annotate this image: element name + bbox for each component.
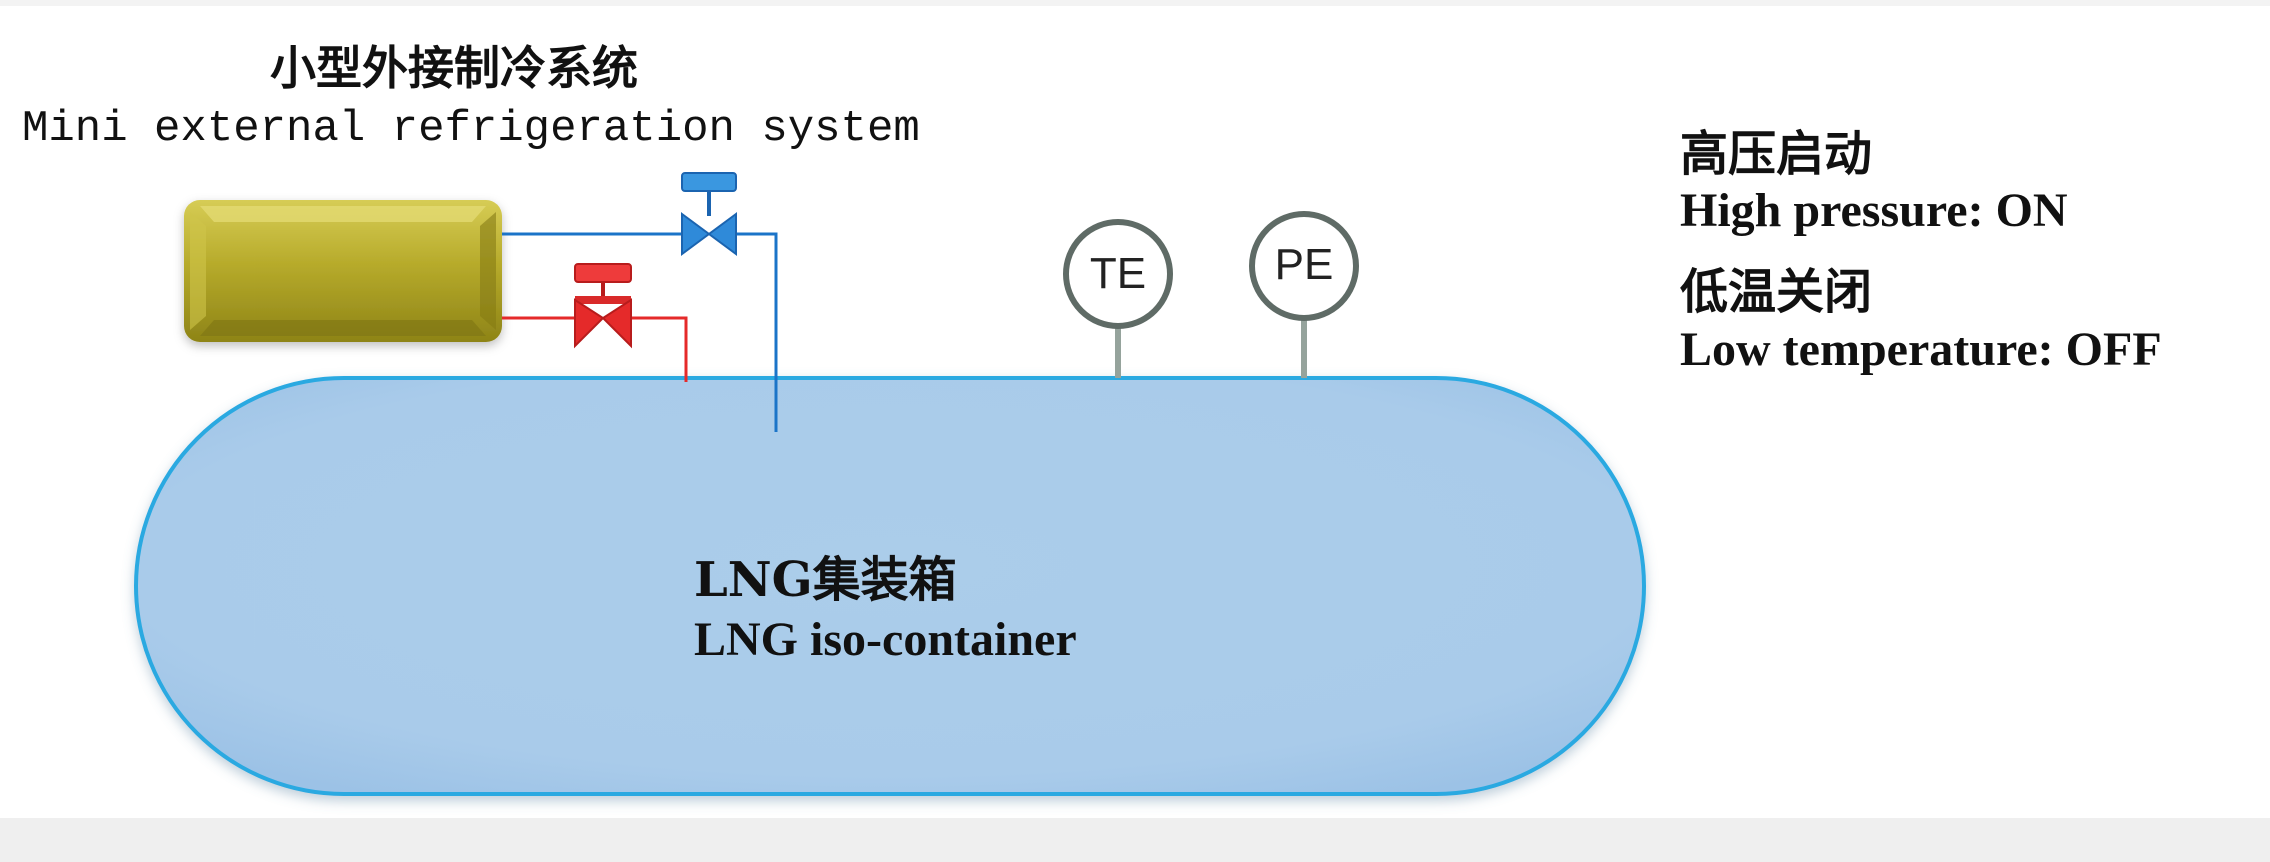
low-temperature-status-cn: 低温关闭: [1680, 264, 1873, 320]
refrigeration-unit: [184, 200, 502, 342]
refrigeration-title-en: Mini external refrigeration system: [22, 104, 920, 154]
te-gauge-label: TE: [1089, 249, 1147, 298]
tank-label-cn: LNG集装箱: [694, 552, 957, 608]
temperature-gauge-icon: [1063, 219, 1173, 378]
cold-line: [502, 232, 778, 432]
high-pressure-status-cn: 高压启动: [1680, 126, 1873, 182]
top-band: [0, 0, 2270, 6]
high-pressure-status-en: High pressure: ON: [1680, 184, 2068, 237]
low-temperature-status-en: Low temperature: OFF: [1680, 323, 2162, 376]
tank-label-en: LNG iso-container: [694, 613, 1077, 666]
refrigeration-title-cn: 小型外接制冷系统: [270, 41, 638, 95]
hot-valve-icon[interactable]: [574, 263, 632, 349]
bottom-band: [0, 818, 2270, 862]
lng-tank: [134, 376, 1646, 796]
pe-gauge-label: PE: [1274, 240, 1334, 289]
cold-valve-icon[interactable]: [681, 172, 737, 256]
pressure-gauge-icon: [1249, 211, 1359, 378]
hot-line: [502, 316, 688, 382]
